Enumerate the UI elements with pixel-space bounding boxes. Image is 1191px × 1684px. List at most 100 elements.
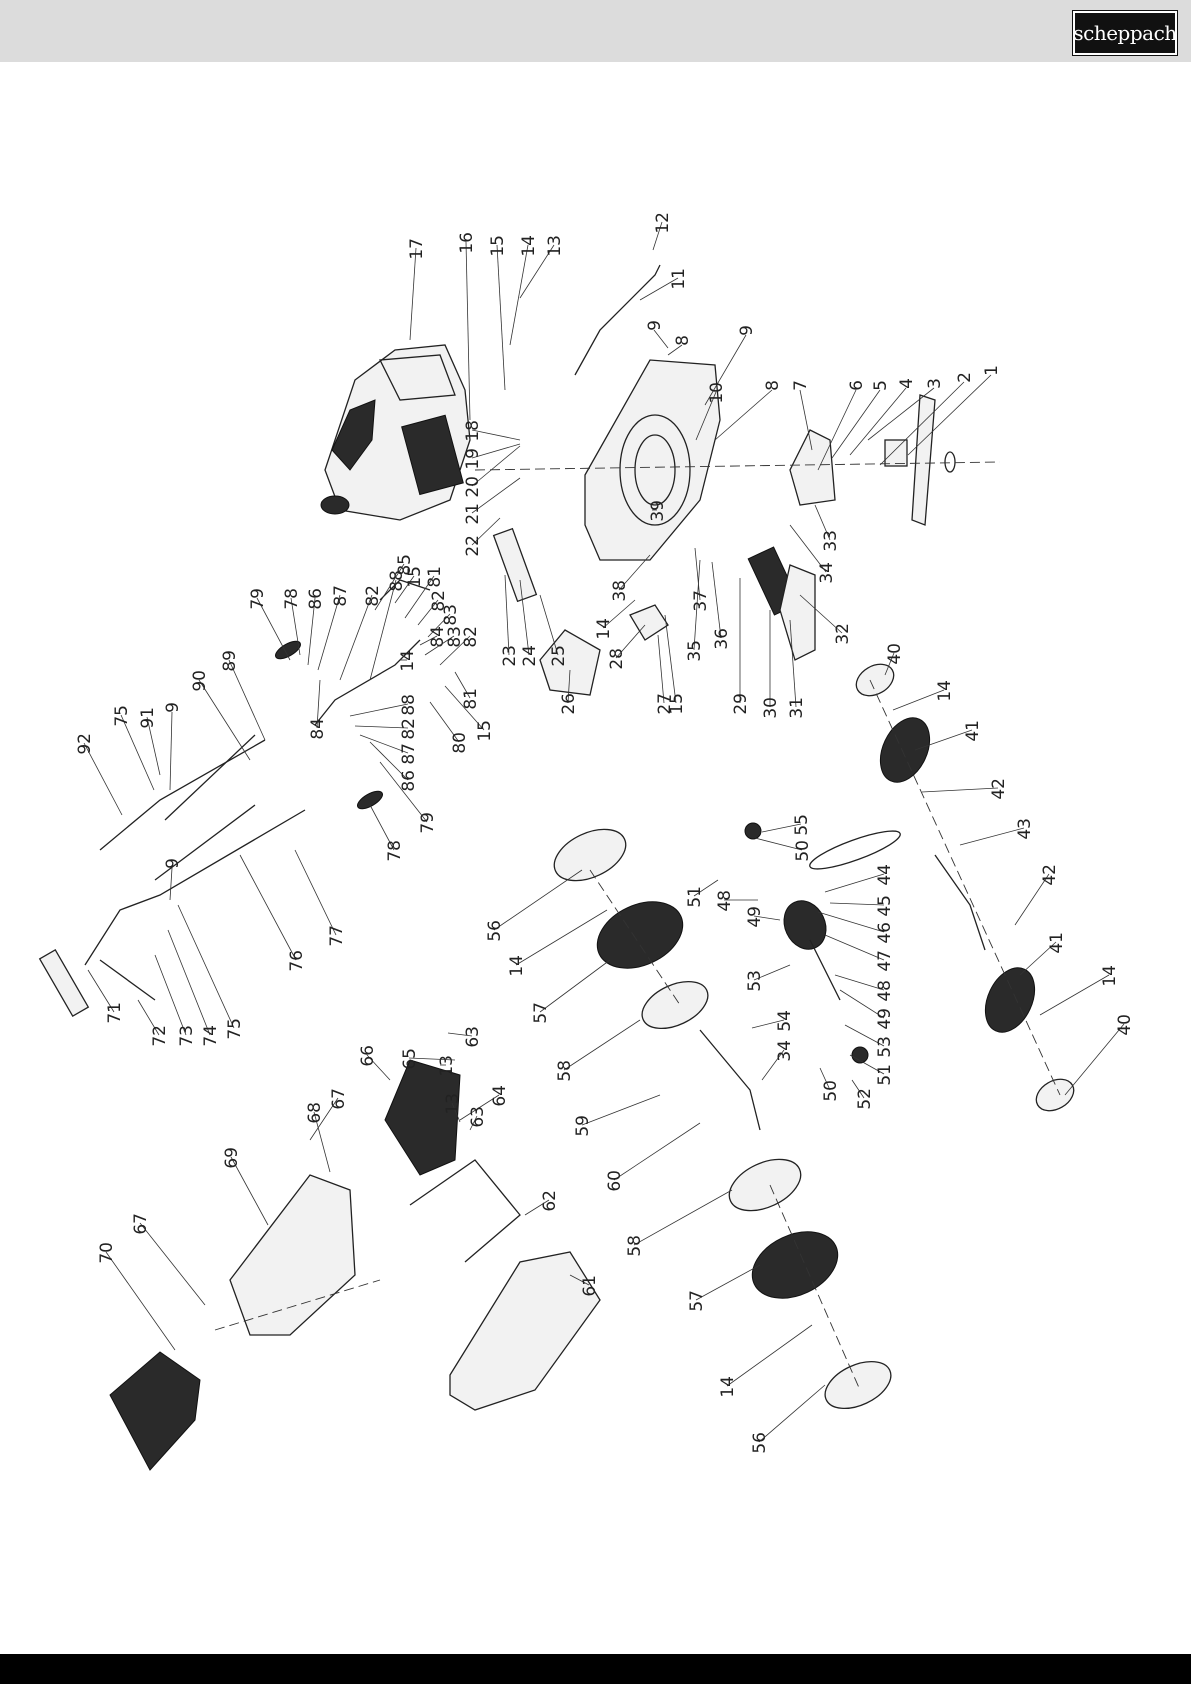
callout-80: 80 (429, 701, 470, 754)
callout-15: 15 (664, 614, 687, 715)
callout-leader-line (754, 837, 803, 851)
callout-number: 6 (847, 380, 867, 391)
callout-41: 41 (1019, 932, 1067, 976)
callout-leader-line (359, 734, 409, 754)
callout-number: 51 (685, 886, 705, 908)
callout-14: 14 (718, 1324, 813, 1398)
callout-number: 19 (463, 448, 483, 470)
callout-number: 77 (327, 925, 347, 947)
callout-leader-line (714, 389, 773, 441)
callout-75: 75 (177, 904, 245, 1040)
motor-adapter (789, 429, 836, 506)
callout-number: 62 (540, 1190, 560, 1212)
callout-11: 11 (639, 268, 689, 301)
callout-leader-line (169, 867, 173, 901)
callout-56: 56 (485, 869, 583, 942)
callout-number: 36 (712, 628, 732, 650)
callout-number: 75 (112, 705, 132, 727)
callout-number: 88 (387, 570, 407, 592)
callout-leader-line (120, 714, 155, 791)
callout-81: 81 (454, 671, 481, 710)
callout-leader-line (146, 716, 161, 776)
callout-65: 65 (400, 1048, 456, 1070)
callout-leader-line (444, 685, 485, 731)
callout-14: 14 (892, 680, 955, 711)
callout-number: 32 (833, 623, 853, 645)
callout-leader-line (198, 679, 251, 761)
callout-leader-line (87, 969, 115, 1013)
callout-number: 15 (405, 566, 425, 588)
callout-53: 53 (745, 964, 791, 992)
callout-48: 48 (715, 890, 758, 912)
callout-73: 73 (154, 954, 197, 1047)
callout-63: 63 (447, 1026, 483, 1048)
callout-13: 13 (519, 235, 565, 299)
callout-2: 2 (879, 372, 975, 466)
callout-75: 75 (112, 705, 155, 791)
callout-leader-line (317, 594, 341, 671)
rear-cover-plate (109, 1351, 201, 1471)
callout-46: 46 (817, 911, 895, 944)
callout-number: 75 (225, 1018, 245, 1040)
callout-number: 16 (457, 232, 477, 254)
mower-deck (584, 359, 721, 561)
callout-35: 35 (685, 559, 705, 662)
callout-leader-line (239, 854, 297, 961)
callout-number: 27 (655, 693, 675, 715)
callout-leader-line (409, 247, 417, 341)
callout-72: 72 (137, 999, 170, 1047)
assembly-axis-line (869, 679, 1061, 1096)
callout-number: 67 (329, 1088, 349, 1110)
callout-number: 40 (1115, 1014, 1135, 1036)
callout-8: 8 (667, 335, 693, 356)
callout-number: 45 (875, 895, 895, 917)
callout-12: 12 (652, 212, 673, 251)
callout-leader-line (711, 561, 722, 639)
flap-bracket (629, 604, 669, 641)
callout-24: 24 (519, 579, 540, 667)
callout-leader-line (959, 827, 1025, 846)
callout-number: 73 (177, 1025, 197, 1047)
callout-number: 59 (573, 1115, 593, 1137)
callout-number: 10 (707, 382, 727, 404)
callout-leader-line (569, 1274, 590, 1286)
callout-number: 81 (425, 566, 445, 588)
callout-number: 89 (220, 650, 240, 672)
callout-leader-line (839, 989, 885, 1019)
callout-41: 41 (914, 720, 983, 751)
callout-82: 82 (339, 585, 383, 681)
rear-wheel-upper (553, 828, 709, 1030)
engine (320, 344, 471, 521)
callout-leader-line (657, 634, 665, 704)
callout-leader-line (652, 221, 663, 251)
callout-number: 90 (190, 670, 210, 692)
mulch-plug (747, 546, 816, 661)
callout-leader-line (471, 517, 501, 546)
callout-leader-line (294, 849, 337, 936)
callout-number: 21 (463, 503, 483, 525)
callout-number: 84 (308, 718, 328, 740)
callout-37: 37 (691, 547, 711, 612)
callout-number: 46 (875, 922, 895, 944)
callout-number: 33 (821, 530, 841, 552)
callout-9: 9 (163, 702, 183, 791)
callout-leader-line (366, 1054, 391, 1081)
callout-leader-line (829, 902, 885, 906)
callout-leader-line (633, 1189, 733, 1246)
callout-29: 29 (731, 578, 751, 715)
gearbox (783, 900, 841, 1001)
callout-number: 15 (667, 693, 687, 715)
callout-number: 43 (1015, 818, 1035, 840)
callout-number: 82 (429, 590, 449, 612)
callout-79: 79 (379, 761, 438, 834)
callout-83: 83 (427, 604, 461, 638)
callout-9: 9 (645, 320, 669, 349)
callout-55: 55 (761, 814, 812, 836)
callout-74: 74 (167, 929, 221, 1047)
callout-number: 91 (138, 707, 158, 729)
callout-leader-line (824, 934, 885, 961)
callout-number: 11 (669, 268, 689, 290)
callout-leader-line (519, 244, 555, 299)
callout-leader-line (539, 594, 559, 656)
callout-leader-line (374, 563, 405, 611)
